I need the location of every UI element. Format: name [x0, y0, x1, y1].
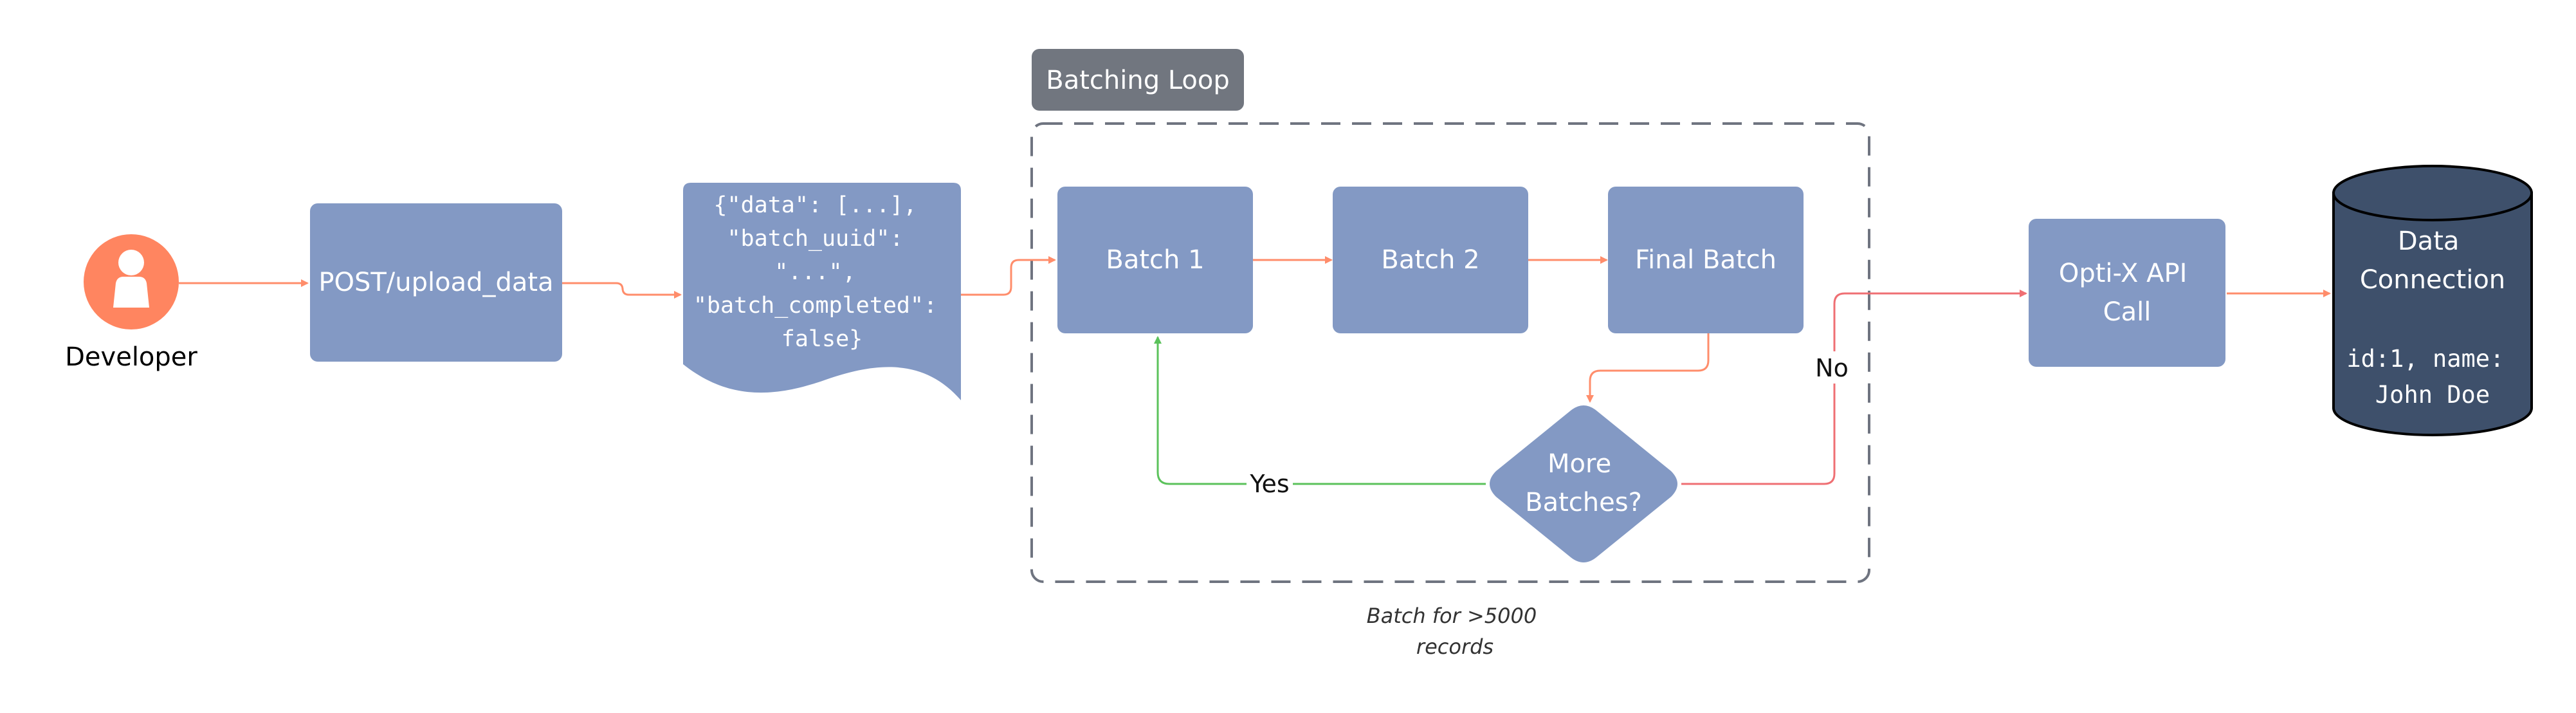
- decision-line-1: More: [1548, 449, 1611, 479]
- payload-document-node: [683, 183, 961, 400]
- yes-label-bg: [1247, 468, 1293, 499]
- batching-loop-label: Batching Loop: [1046, 66, 1229, 95]
- decision-label: More Batches?: [1525, 449, 1642, 517]
- final-batch-label: Final Batch: [1635, 245, 1777, 275]
- datastore-title-line-1: Data: [2398, 227, 2460, 256]
- batch-1-node: [1057, 187, 1253, 333]
- optix-api-line-1: Opti-X API: [2059, 259, 2188, 288]
- post-upload-node: [310, 203, 562, 362]
- optix-api-line-2: Call: [2103, 297, 2151, 327]
- payload-text: {"data": [...], "batch_uuid": "...", "ba…: [693, 192, 951, 352]
- developer-body: [113, 277, 149, 308]
- datastore-record-line-1: id:1, name:: [2346, 345, 2504, 373]
- data-connection-datastore: [2332, 165, 2533, 436]
- batching-loop-label-box: [1032, 49, 1244, 111]
- edge-post-to-payload: [562, 282, 682, 299]
- post-upload-label: POST/upload_data: [318, 268, 553, 297]
- edge-final-to-decision: [1586, 333, 1710, 403]
- payload-line-4: "batch_completed":: [693, 293, 937, 319]
- developer-actor: [84, 234, 179, 329]
- developer-head: [118, 250, 144, 275]
- edge-label-no: No: [1815, 354, 1849, 382]
- payload-line-1: {"data": [...],: [713, 192, 917, 218]
- batch-2-node: [1333, 187, 1528, 333]
- edge-label-yes: Yes: [1249, 470, 1289, 498]
- batching-note-line-1: Batch for >5000: [1367, 604, 1537, 628]
- datastore-record: id:1, name: John Doe: [2346, 345, 2518, 409]
- edge-decision-yes-to-batch1: [1154, 336, 1486, 485]
- final-batch-node: [1608, 187, 1804, 333]
- developer-label: Developer: [65, 342, 197, 372]
- payload-line-5: false}: [781, 326, 863, 352]
- payload-line-3: "...",: [774, 259, 855, 285]
- datastore-record-line-2: John Doe: [2375, 381, 2490, 409]
- optix-api-node: [2029, 219, 2225, 367]
- datastore-title-line-2: Connection: [2360, 265, 2505, 295]
- batch-2-label: Batch 2: [1381, 245, 1479, 275]
- decision-line-2: Batches?: [1525, 488, 1642, 517]
- batch-1-label: Batch 1: [1106, 245, 1204, 275]
- batching-note: Batch for >5000 records: [1367, 604, 1544, 659]
- datastore-body: [2332, 192, 2533, 436]
- datastore-title: Data Connection: [2360, 227, 2505, 295]
- edge-decision-no-to-api: [1681, 290, 2027, 485]
- more-batches-decision: [1490, 405, 1677, 562]
- no-label-bg: [1813, 351, 1855, 384]
- edge-payload-to-batch1: [961, 256, 1056, 296]
- batching-loop-group: [1030, 122, 1870, 583]
- batching-note-line-2: records: [1416, 634, 1494, 659]
- datastore-top: [2332, 165, 2533, 221]
- optix-api-label: Opti-X API Call: [2059, 259, 2195, 327]
- payload-line-2: "batch_uuid":: [727, 226, 903, 252]
